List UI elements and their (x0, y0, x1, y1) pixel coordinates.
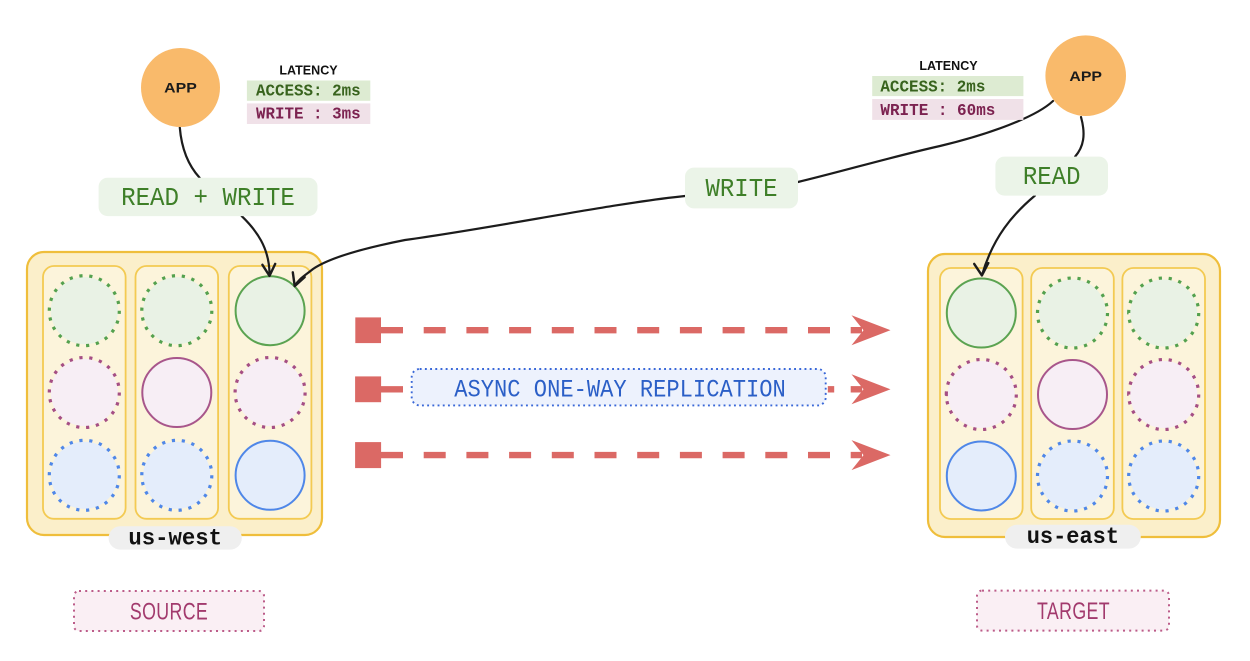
svg-text:ACCESS: 2ms: ACCESS: 2ms (880, 78, 985, 97)
svg-text:APP: APP (164, 80, 197, 96)
svg-text:READ + WRITE: READ + WRITE (121, 183, 295, 213)
svg-text:us-west: us-west (128, 525, 222, 551)
svg-text:SOURCE: SOURCE (130, 599, 208, 625)
svg-text:ACCESS: 2ms: ACCESS: 2ms (256, 82, 361, 101)
svg-text:TARGET: TARGET (1037, 599, 1110, 625)
svg-text:WRITE: WRITE (706, 174, 778, 204)
svg-text:us-east: us-east (1027, 524, 1119, 550)
svg-text:READ: READ (1023, 162, 1081, 192)
svg-text:LATENCY: LATENCY (919, 58, 978, 73)
svg-text:ASYNC ONE-WAY REPLICATION: ASYNC ONE-WAY REPLICATION (454, 376, 786, 405)
svg-text:APP: APP (1069, 68, 1102, 84)
svg-text:WRITE : 3ms: WRITE : 3ms (256, 105, 361, 124)
svg-text:WRITE : 60ms: WRITE : 60ms (880, 102, 995, 121)
svg-text:LATENCY: LATENCY (279, 62, 338, 77)
